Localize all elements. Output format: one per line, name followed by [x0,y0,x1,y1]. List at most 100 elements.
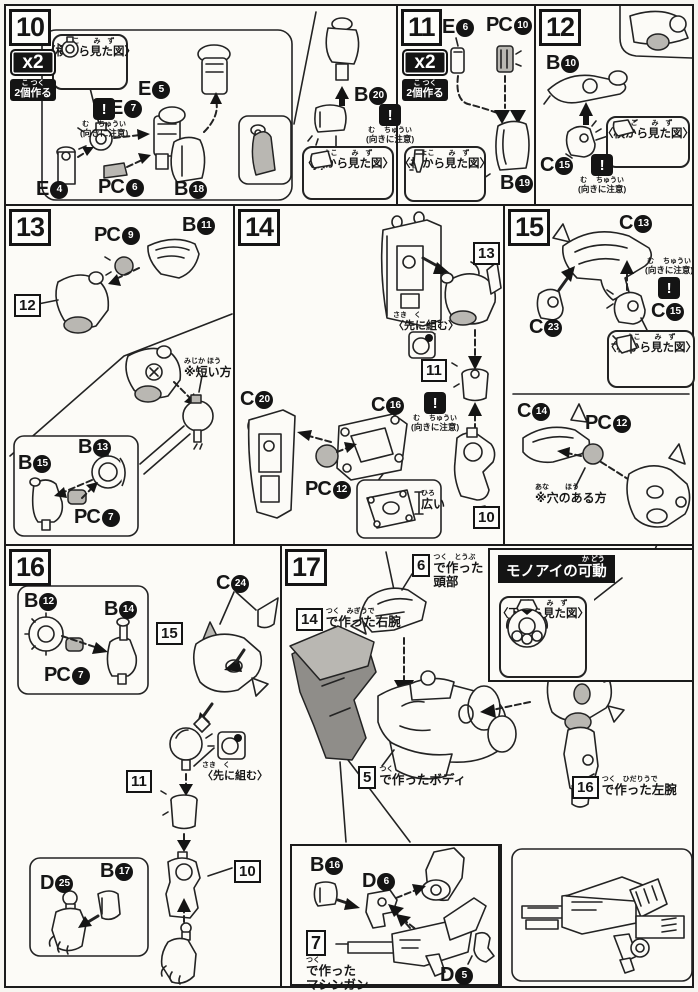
step11-diagram [438,37,530,183]
monoeye-title: か どう モノアイの可動 [498,555,615,583]
orientation-warning: ! む ちゅうい(向きに注意) [411,392,459,432]
step-ref-11: 11 [126,770,152,793]
step-ref-5: 5 [358,766,377,789]
orientation-warning: ! む ちゅうい(向きに注意) [645,258,693,299]
warning-icon: ! [379,104,402,126]
step-number: 11 [401,9,442,46]
side-view-callout: よこ み ず〈横から見た図〉 [302,146,394,200]
step12-diagram [543,6,692,159]
warning-icon: ! [424,392,447,414]
finished-machinegun-art [511,848,693,982]
step-ref-10: 10 [473,506,500,529]
step15-diagram [512,223,691,528]
step-ref-16: 16 [572,776,599,799]
side-view-mini-art [612,119,638,137]
machinegun-assembly-art [313,847,495,977]
step-ref-7: 7 [306,930,327,956]
x2-badge: x2 [402,49,448,76]
step-17-panel: 17 6 つく とうぶで作った頭部 14 つく みぎうでで作った右腕 5 つくで… [280,544,696,991]
shorter-side-note: みじか ほう※短い方 [184,358,232,379]
warning-icon: ! [93,98,116,120]
side-view-callout: よこ み ず〈横から見た図〉 [605,330,697,388]
step-ref-12: 12 [14,294,41,317]
step-ref-13: 13 [473,242,500,265]
side-view-mini-art [611,334,638,354]
warning-icon: ! [591,154,614,176]
monoeye-articulation-box: か どう モノアイの可動 した み ず〈下から見た図〉 [488,548,694,682]
side-view-callout: よこ み ず〈横から見た図〉 [399,146,491,202]
step-number: 15 [508,209,551,246]
step-ref-10: 10 [234,860,261,883]
finished-machinegun-box [500,844,696,986]
side-view-mini-art [310,150,333,170]
x2-badge: x2 [10,49,56,76]
hole-side-note: あな ほう※穴のある方 [535,484,607,505]
bottom-view-callout: した み ず〈下から見た図〉 [497,596,589,678]
step-ref-14: 14 [296,608,323,631]
step16-diagram [17,585,279,985]
monoeye-demo-line [594,577,623,601]
side-view-mini-art [409,149,424,173]
step-number: 17 [285,549,328,586]
bottom-view-mini-art [505,599,549,648]
assemble-first-caption: さき く〈先に組む〉 [202,762,268,782]
step-number: 10 [9,9,52,46]
step-number: 13 [9,209,52,246]
side-view-callout: よこ み ず〈横から見た図〉 [44,34,136,90]
step-number: 14 [238,209,281,246]
assemble-first-caption: さき く〈先に組む〉 [393,312,459,332]
step-number: 12 [539,9,582,46]
orientation-warning: ! む ちゅうい(向きに注意) [578,154,626,194]
step-ref-6: 6 [412,554,431,577]
orientation-warning: ! む ちゅうい(向きに注意) [366,104,414,144]
warning-icon: ! [658,277,681,299]
made-in-step-16-label: 16 つく ひだりうでで作った左腕 [572,776,677,799]
step-ref-11: 11 [421,359,447,382]
orientation-warning: ! む ちゅうい(向きに注意) [80,98,128,138]
made-in-step-14-label: 14 つく みぎうでで作った右腕 [296,608,401,631]
step-ref-15: 15 [156,622,183,645]
wide-note: ひろ広い [421,490,446,511]
side-view-mini-art [57,36,79,58]
made-in-step-5-label: 5 つくで作ったボディ [358,766,466,789]
step-number: 16 [9,549,52,586]
side-view-callout: よこ み ず〈横から見た図〉 [602,116,694,168]
made-in-step-7-label: 7 つくで作ったマシンガン [306,930,369,992]
